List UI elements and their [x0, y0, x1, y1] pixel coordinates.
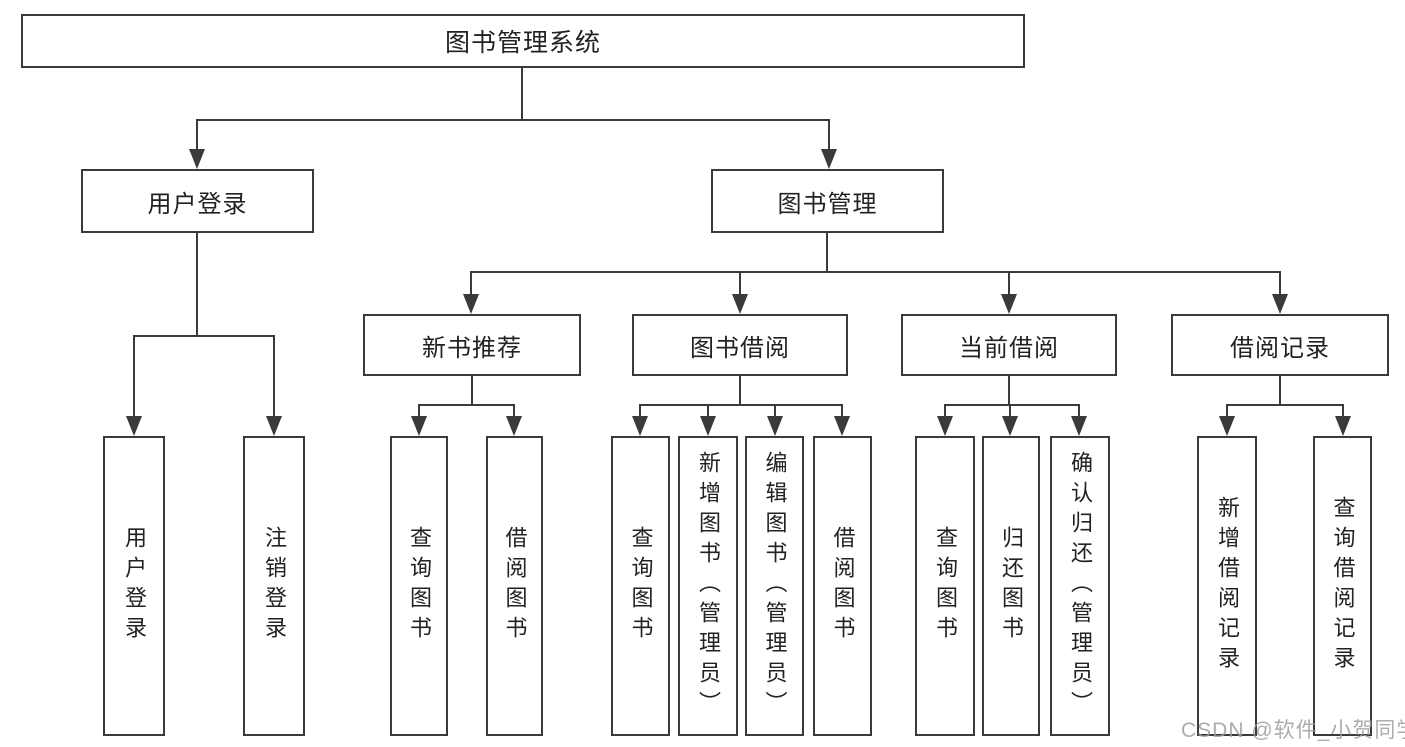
leaf-confirm-return-admin: 确认归还（管理员）	[1050, 436, 1110, 736]
arrowhead-down-icon	[1335, 416, 1351, 436]
connector-line	[1279, 376, 1281, 406]
arrowhead-down-icon	[1071, 416, 1087, 436]
leaf-query-borrow-record: 查询借阅记录	[1313, 436, 1372, 736]
connector-line	[196, 119, 830, 121]
arrowhead-down-icon	[821, 149, 837, 169]
arrowhead-down-icon	[411, 416, 427, 436]
connector-line	[1078, 404, 1080, 417]
leaf-add-book-admin: 新增图书（管理员）	[678, 436, 738, 736]
leaf-edit-book-admin: 编辑图书（管理员）	[745, 436, 804, 736]
arrowhead-down-icon	[126, 416, 142, 436]
arrowhead-down-icon	[189, 149, 205, 169]
arrowhead-down-icon	[732, 294, 748, 314]
connector-line	[739, 271, 741, 295]
connector-line	[1226, 404, 1228, 417]
connector-line	[944, 404, 1080, 406]
leaf-confirm-return-admin-label: 确认归还（管理员）	[1068, 451, 1093, 721]
connector-line	[196, 119, 198, 150]
connector-line	[639, 404, 641, 417]
leaf-query-books-borrow: 查询图书	[611, 436, 670, 736]
leaf-borrow-books-newbooks-label: 借阅图书	[502, 526, 528, 646]
connector-line	[1279, 271, 1281, 295]
leaf-query-books-borrow-label: 查询图书	[628, 526, 654, 646]
leaf-borrow-books-borrow-label: 借阅图书	[830, 526, 856, 646]
arrowhead-down-icon	[1219, 416, 1235, 436]
connector-line	[513, 404, 515, 417]
node-new-book-recommend-label: 新书推荐	[422, 334, 522, 362]
leaf-query-books-newbooks: 查询图书	[390, 436, 448, 736]
connector-line	[418, 404, 515, 406]
connector-line	[521, 68, 523, 120]
leaf-return-books-label: 归还图书	[999, 526, 1024, 646]
connector-line	[471, 376, 473, 406]
leaf-logout-login-label: 注销登录	[262, 526, 287, 646]
arrowhead-down-icon	[463, 294, 479, 314]
node-book-borrow-label: 图书借阅	[690, 334, 790, 362]
leaf-query-books-current: 查询图书	[915, 436, 975, 736]
leaf-user-login: 用户登录	[103, 436, 165, 736]
node-current-borrow-label: 当前借阅	[959, 334, 1059, 362]
leaf-logout-login: 注销登录	[243, 436, 305, 736]
connector-line	[739, 376, 741, 406]
arrowhead-down-icon	[632, 416, 648, 436]
node-book-management-label: 图书管理	[777, 190, 878, 218]
node-library-system: 图书管理系统	[21, 14, 1025, 68]
leaf-borrow-books-newbooks: 借阅图书	[486, 436, 543, 736]
connector-line	[1226, 404, 1344, 406]
connector-line	[418, 404, 420, 417]
arrowhead-down-icon	[834, 416, 850, 436]
arrowhead-down-icon	[506, 416, 522, 436]
arrowhead-down-icon	[266, 416, 282, 436]
arrowhead-down-icon	[767, 416, 783, 436]
connector-line	[774, 404, 776, 417]
leaf-return-books: 归还图书	[982, 436, 1040, 736]
leaf-borrow-books-borrow: 借阅图书	[813, 436, 872, 736]
connector-line	[639, 404, 843, 406]
connector-line	[826, 233, 828, 273]
node-borrow-records-label: 借阅记录	[1230, 334, 1330, 362]
arrowhead-down-icon	[1001, 294, 1017, 314]
leaf-add-book-admin-label: 新增图书（管理员）	[696, 451, 721, 721]
leaf-edit-book-admin-label: 编辑图书（管理员）	[762, 451, 788, 721]
connector-line	[470, 271, 472, 295]
connector-line	[944, 404, 946, 417]
node-library-system-label: 图书管理系统	[444, 29, 601, 57]
connector-line	[841, 404, 843, 417]
connector-line	[196, 233, 198, 336]
connector-line	[470, 271, 1281, 273]
leaf-query-books-newbooks-label: 查询图书	[407, 526, 432, 646]
connector-line	[1009, 404, 1011, 417]
node-book-borrow: 图书借阅	[632, 314, 848, 376]
leaf-add-borrow-record-label: 新增借阅记录	[1215, 496, 1240, 676]
connector-line	[133, 335, 275, 337]
connector-line	[133, 335, 135, 417]
node-current-borrow: 当前借阅	[901, 314, 1117, 376]
node-user-login: 用户登录	[81, 169, 314, 233]
watermark: CSDN @软件_小贺同学	[1181, 719, 1405, 742]
connector-line	[1008, 376, 1010, 406]
leaf-user-login-label: 用户登录	[122, 526, 147, 646]
node-book-management: 图书管理	[711, 169, 944, 233]
connector-line	[1008, 271, 1010, 295]
leaf-add-borrow-record: 新增借阅记录	[1197, 436, 1257, 736]
node-borrow-records: 借阅记录	[1171, 314, 1389, 376]
connector-line	[273, 335, 275, 417]
connector-line	[828, 119, 830, 150]
arrowhead-down-icon	[700, 416, 716, 436]
leaf-query-books-current-label: 查询图书	[933, 526, 958, 646]
node-new-book-recommend: 新书推荐	[363, 314, 581, 376]
leaf-query-borrow-record-label: 查询借阅记录	[1330, 496, 1356, 676]
connector-line	[1342, 404, 1344, 417]
node-user-login-label: 用户登录	[147, 190, 248, 218]
arrowhead-down-icon	[937, 416, 953, 436]
arrowhead-down-icon	[1002, 416, 1018, 436]
arrowhead-down-icon	[1272, 294, 1288, 314]
connector-line	[707, 404, 709, 417]
